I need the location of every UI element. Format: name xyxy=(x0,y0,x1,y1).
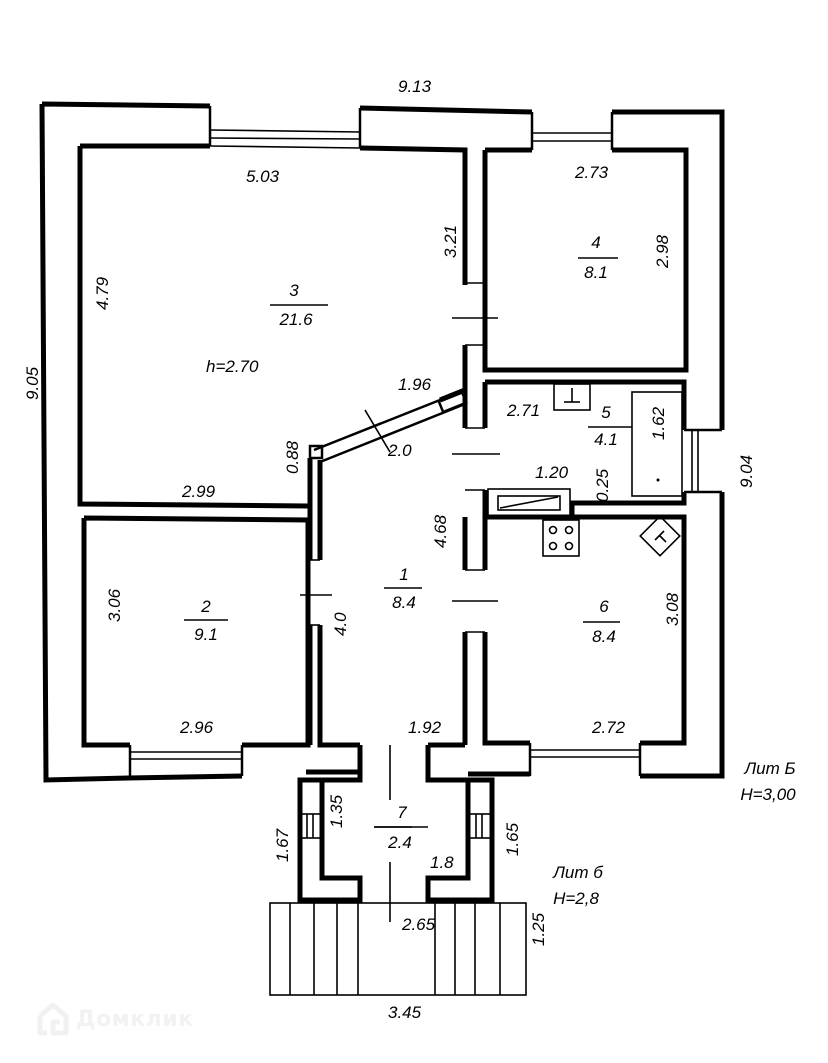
watermark: Домклик xyxy=(36,1000,194,1038)
column xyxy=(308,444,324,460)
room-label-7: 7 2.4 xyxy=(374,803,428,852)
dim-stove-niche: 1.20 xyxy=(535,463,569,482)
room-label-2: 2 9.1 xyxy=(184,597,228,644)
svg-text:2: 2 xyxy=(200,597,211,616)
svg-text:8.4: 8.4 xyxy=(392,593,416,612)
svg-text:5: 5 xyxy=(601,403,611,422)
room-labels: 3 21.6 4 8.1 5 4.1 1 8.4 2 9.1 6 8.4 xyxy=(184,233,620,852)
svg-text:8.1: 8.1 xyxy=(584,263,608,282)
svg-text:8.4: 8.4 xyxy=(592,627,616,646)
dim-overall-width: 9.13 xyxy=(398,77,432,96)
room-label-3: 3 21.6 xyxy=(270,281,328,329)
dim-room2-left: 3.06 xyxy=(105,588,124,622)
dimension-labels: 9.13 9.05 9.04 5.03 4.79 3.21 2.99 0.88 … xyxy=(23,77,756,1022)
dim-room3-diagonal: 1.96 xyxy=(398,375,432,394)
liter-b-lower-height: H=2,8 xyxy=(553,889,599,908)
svg-text:4.1: 4.1 xyxy=(594,430,618,449)
room-label-1: 1 8.4 xyxy=(384,565,422,612)
room3-ceiling-height: h=2.70 xyxy=(206,357,259,376)
watermark-text: Домклик xyxy=(76,1006,194,1032)
dim-door-room2: 4.0 xyxy=(331,612,350,636)
dim-room1-height: 4.68 xyxy=(431,514,450,548)
dim-room3-left: 4.79 xyxy=(93,276,112,310)
dim-room6-bottom: 2.72 xyxy=(591,718,626,737)
dim-room7-left-outer: 1.67 xyxy=(273,828,292,862)
dim-porch-inner: 2.65 xyxy=(401,915,436,934)
dim-room3-short: 0.88 xyxy=(283,440,302,474)
window-room7-left xyxy=(299,813,323,839)
liter-b-lower-name: Лит б xyxy=(552,863,604,882)
dim-room7-right-outer: 1.65 xyxy=(503,822,522,856)
svg-text:21.6: 21.6 xyxy=(278,310,313,329)
house-logo-icon xyxy=(37,1002,69,1036)
dim-room4-top: 2.73 xyxy=(574,163,609,182)
window-room3 xyxy=(208,106,362,149)
room-label-4: 4 8.1 xyxy=(578,233,618,282)
dim-niche-depth: 0.25 xyxy=(593,468,612,502)
dim-room7-left-inner: 1.35 xyxy=(327,794,346,828)
dim-room5-top: 2.71 xyxy=(506,401,540,420)
liter-b-upper-height: H=3,00 xyxy=(740,785,796,804)
dim-bathtub: 1.62 xyxy=(649,406,668,440)
room-1-walls xyxy=(300,387,468,748)
room-6-walls xyxy=(452,514,687,776)
bathtub-icon xyxy=(631,391,683,497)
svg-text:3: 3 xyxy=(289,281,299,300)
room-5-walls xyxy=(452,379,722,518)
svg-text:9.1: 9.1 xyxy=(194,625,218,644)
room-label-6: 6 8.4 xyxy=(583,597,620,646)
svg-text:4: 4 xyxy=(591,233,600,252)
outer-wall-outline xyxy=(39,101,725,783)
dim-porch-depth: 1.25 xyxy=(529,912,548,946)
room3-inner-wall xyxy=(80,143,468,285)
room-label-5: 5 4.1 xyxy=(594,403,618,449)
window-room7-right xyxy=(467,813,493,839)
dim-room3-bottom: 2.99 xyxy=(181,482,216,501)
dim-room6-right: 3.08 xyxy=(663,592,682,626)
dim-room3-right: 3.21 xyxy=(441,225,460,258)
water-heater-icon xyxy=(497,495,561,511)
sink-icon xyxy=(553,383,591,411)
boiler-icon xyxy=(639,515,681,557)
liter-b-upper-name: Лит Б xyxy=(743,759,795,778)
dim-overall-right: 9.04 xyxy=(737,455,756,488)
svg-text:1: 1 xyxy=(399,565,408,584)
dim-room4-right: 2.98 xyxy=(653,234,672,269)
dim-room1-bottom: 1.92 xyxy=(408,718,442,737)
svg-text:7: 7 xyxy=(397,803,407,822)
dim-door-diagonal: 2.0 xyxy=(387,441,412,460)
room-4-walls xyxy=(452,112,689,390)
dim-room7-bottom: 1.8 xyxy=(430,853,454,872)
liter-labels: Лит Б H=3,00 Лит б H=2,8 xyxy=(552,759,796,908)
room-2-walls xyxy=(81,515,311,778)
dim-room3-top: 5.03 xyxy=(246,167,280,186)
room3-left-bottom-wall xyxy=(77,146,309,509)
outer-walls xyxy=(39,101,725,783)
dim-room2-bottom: 2.96 xyxy=(179,718,214,737)
porch xyxy=(269,902,527,996)
svg-text:6: 6 xyxy=(599,597,609,616)
svg-text:2.4: 2.4 xyxy=(387,833,412,852)
stove-icon xyxy=(542,519,580,557)
dim-porch-width: 3.45 xyxy=(388,1003,422,1022)
dim-overall-left: 9.05 xyxy=(23,366,42,400)
